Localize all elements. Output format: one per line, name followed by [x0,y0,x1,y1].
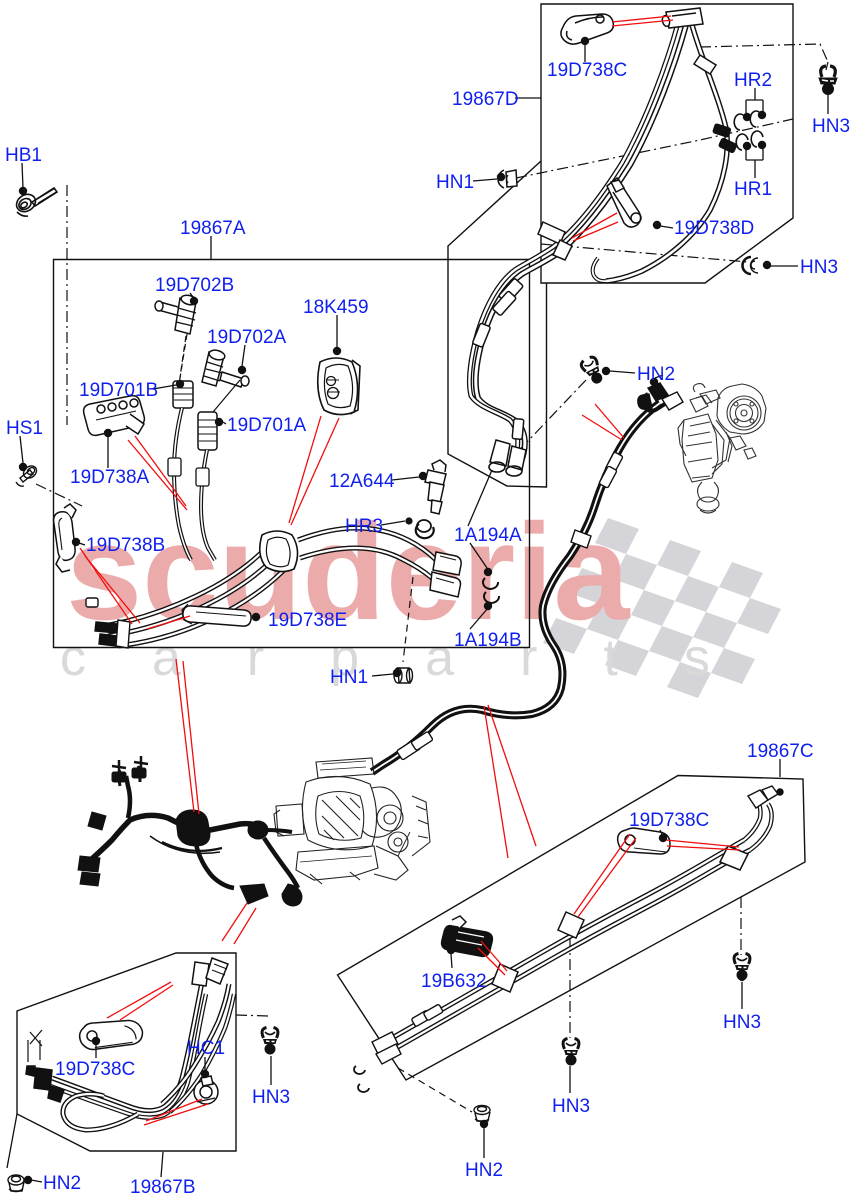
svg-text:19D702B: 19D702B [155,275,234,296]
svg-text:HN3: HN3 [723,1012,761,1033]
svg-text:19D702A: 19D702A [207,327,287,348]
svg-text:HN3: HN3 [252,1087,290,1108]
svg-text:19867C: 19867C [747,741,814,762]
svg-text:HN2: HN2 [43,1173,81,1194]
svg-text:HS1: HS1 [6,418,43,439]
svg-text:HB1: HB1 [5,145,42,166]
svg-text:19D701A: 19D701A [227,415,307,436]
svg-text:HR3: HR3 [345,516,383,537]
svg-text:18K459: 18K459 [303,297,369,318]
svg-text:HN2: HN2 [465,1160,503,1181]
svg-text:1A194B: 1A194B [454,630,522,651]
svg-text:HN3: HN3 [800,257,838,278]
svg-text:HN3: HN3 [812,116,850,137]
svg-text:19D738B: 19D738B [86,535,165,556]
svg-text:19D701B: 19D701B [79,380,158,401]
svg-text:19867D: 19867D [452,89,519,110]
svg-text:19B632: 19B632 [421,971,487,992]
svg-text:19D738A: 19D738A [70,467,150,488]
svg-text:19867B: 19867B [130,1177,196,1198]
svg-text:19D738C: 19D738C [547,60,627,81]
svg-text:19D738C: 19D738C [629,810,709,831]
svg-text:HN1: HN1 [330,667,368,688]
svg-text:19867A: 19867A [180,218,246,239]
svg-text:12A644: 12A644 [329,471,395,492]
svg-text:19D738C: 19D738C [55,1059,135,1080]
svg-text:1A194A: 1A194A [454,525,522,546]
svg-text:19D738D: 19D738D [674,218,754,239]
svg-text:HR2: HR2 [734,70,772,91]
svg-text:HC1: HC1 [187,1038,225,1059]
svg-text:HN2: HN2 [637,364,675,385]
svg-text:HN1: HN1 [436,172,474,193]
svg-text:19D738E: 19D738E [268,610,347,631]
svg-text:HR1: HR1 [734,179,772,200]
svg-text:carparts: carparts [60,629,776,687]
svg-text:HN3: HN3 [552,1096,590,1117]
